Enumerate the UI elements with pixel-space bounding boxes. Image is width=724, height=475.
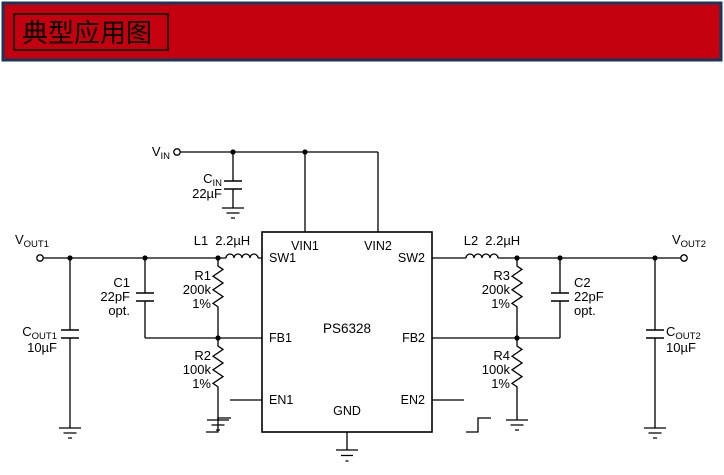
junction-dot <box>302 149 308 155</box>
r2-ref-label: R2 <box>194 348 211 363</box>
vout2-net-label: VOUT2 <box>672 232 706 250</box>
junction-dot <box>215 335 221 341</box>
vin-net-label: VIN <box>152 144 170 162</box>
r3-zigzag <box>510 258 524 338</box>
junction-dot <box>230 149 236 155</box>
pin-label-vin2: VIN2 <box>364 239 392 253</box>
pin-label-fb1: FB1 <box>269 331 292 345</box>
cout1-value-label: 10µF <box>27 340 57 355</box>
title-outline-box <box>13 13 169 51</box>
capacitor-c1: C1 22pF opt. <box>100 258 154 338</box>
r2-tolerance-label: 1% <box>192 376 211 391</box>
r1-tolerance-label: 1% <box>192 296 211 311</box>
cout1-plates <box>61 329 79 339</box>
l2-coil <box>465 253 499 259</box>
junction-dot <box>67 255 73 261</box>
cin-ground-symbol <box>222 207 244 219</box>
cin-plates <box>224 180 242 190</box>
cout1-ref-label: COUT1 <box>22 324 57 342</box>
cout2-ground-symbol <box>644 427 666 439</box>
junction-dot <box>215 255 221 261</box>
gnd-ground-symbol <box>336 449 358 462</box>
resistor-r3: R3 200k 1% <box>482 258 524 338</box>
pin-label-en2: EN2 <box>401 393 425 407</box>
capacitor-c2: C2 22pF opt. <box>551 258 604 338</box>
ic-ps6328: PS6328 VIN1 VIN2 SW1 SW2 FB1 FB2 EN1 EN2… <box>261 231 433 462</box>
junction-dot <box>514 255 520 261</box>
vin-network: VIN CIN 22µF <box>152 144 379 232</box>
r4-value-label: 100k <box>482 362 511 377</box>
cout2-ref-label: COUT2 <box>666 324 701 342</box>
c2-value-label: 22pF <box>574 289 604 304</box>
cout2-plates <box>646 329 664 339</box>
vout1-terminal <box>36 254 44 262</box>
ic-outline <box>261 231 433 433</box>
pin-label-vin1: VIN1 <box>291 239 319 253</box>
r3-value-label: 200k <box>482 282 511 297</box>
c1-ref-label: C1 <box>113 275 130 290</box>
c1-plates <box>136 292 154 302</box>
cin-ref-label: CIN <box>203 171 222 189</box>
resistor-r1: R1 200k 1% <box>183 258 225 338</box>
r1-value-label: 200k <box>183 282 212 297</box>
r4-tolerance-label: 1% <box>491 376 510 391</box>
page-title: 典型应用图 <box>22 19 152 48</box>
c1-note-label: opt. <box>108 303 130 318</box>
r2-value-label: 100k <box>183 362 212 377</box>
en2-step-waveform <box>466 417 491 433</box>
pin-label-sw1: SW1 <box>269 251 296 265</box>
r4-zigzag <box>510 338 524 420</box>
c1-value-label: 22pF <box>100 289 130 304</box>
cin-value-label: 22µF <box>192 186 222 201</box>
junction-dot <box>514 335 520 341</box>
c2-ref-label: C2 <box>574 275 591 290</box>
vout1-net-label: VOUT1 <box>15 232 49 250</box>
r1-ref-label: R1 <box>194 268 211 283</box>
l1-coil <box>225 253 259 259</box>
ic-part-number: PS6328 <box>323 321 371 336</box>
r1-zigzag <box>211 258 225 338</box>
vin-terminal <box>173 148 181 156</box>
vin-wires <box>180 151 379 232</box>
c2-note-label: opt. <box>574 303 596 318</box>
header-banner: 典型应用图 <box>1 1 723 62</box>
cout2-value-label: 10µF <box>666 340 696 355</box>
junction-dot <box>142 255 148 261</box>
capacitor-cout1: COUT1 10µF <box>22 258 81 439</box>
junction-dot <box>652 255 658 261</box>
en1-input <box>206 399 262 433</box>
c2-plates <box>551 292 569 302</box>
pin-label-en1: EN1 <box>269 393 293 407</box>
vout2-terminal <box>680 254 688 262</box>
r2-zigzag <box>211 338 225 420</box>
junction-dot <box>557 255 563 261</box>
resistor-r2: R2 100k 1% <box>183 338 229 431</box>
cout1-ground-symbol <box>59 427 81 439</box>
r3-tolerance-label: 1% <box>491 296 510 311</box>
r4-ref-label: R4 <box>493 348 510 363</box>
capacitor-cout2: COUT2 10µF <box>644 258 701 439</box>
pin-label-sw2: SW2 <box>398 251 425 265</box>
r3-ref-label: R3 <box>493 268 510 283</box>
en2-input <box>432 399 491 433</box>
pin-label-gnd: GND <box>333 404 361 418</box>
capacitor-cin: CIN 22µF <box>192 152 244 219</box>
r4-ground-symbol <box>506 419 528 431</box>
resistor-r4: R4 100k 1% <box>482 338 528 431</box>
en1-step-waveform <box>206 417 231 433</box>
pin-label-fb2: FB2 <box>402 331 425 345</box>
